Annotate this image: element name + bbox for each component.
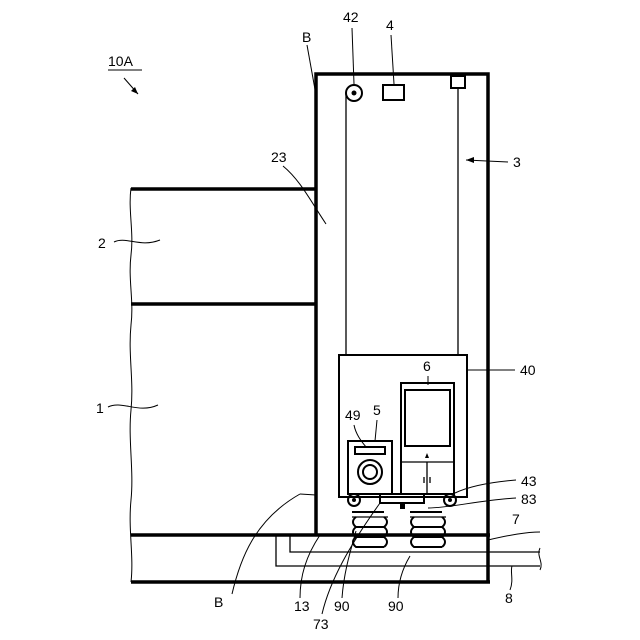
label-6: 6 — [423, 358, 431, 374]
machine-5-door-inner — [363, 465, 377, 479]
label-43: 43 — [521, 473, 537, 489]
label-73: 73 — [313, 616, 329, 632]
label-83: 83 — [521, 491, 537, 507]
leader-73 — [322, 503, 380, 614]
platform-post — [400, 503, 405, 509]
label-90-left: 90 — [334, 598, 350, 614]
label-2: 2 — [98, 235, 106, 251]
tray-break — [539, 548, 541, 570]
wheel-right-hub — [448, 498, 452, 502]
label-B-top: B — [302, 29, 311, 45]
leader-3-arrowhead — [466, 157, 474, 163]
leader-83 — [428, 498, 516, 508]
label-40: 40 — [520, 362, 536, 378]
cable-tray-outer — [276, 535, 540, 566]
label-1: 1 — [96, 400, 104, 416]
label-42: 42 — [343, 9, 359, 25]
label-B-bottom: B — [214, 594, 223, 610]
leader-8 — [510, 566, 512, 590]
label-4: 4 — [386, 17, 394, 33]
leader-90b — [398, 556, 410, 598]
figure-ref-label: 10A — [108, 53, 134, 69]
leader-7 — [488, 532, 540, 540]
label-23: 23 — [271, 149, 287, 165]
label-5: 5 — [373, 402, 381, 418]
machine-5-panel-49 — [355, 447, 385, 454]
leader-5 — [375, 420, 377, 441]
pulley-42-hub — [352, 91, 357, 96]
label-7: 7 — [512, 511, 520, 527]
figure-ref-arrowhead — [131, 87, 138, 94]
machine-5-door — [358, 460, 382, 484]
label-49: 49 — [345, 407, 361, 423]
label-8: 8 — [505, 590, 513, 606]
leader-49 — [354, 425, 366, 447]
building-break-line — [130, 188, 132, 582]
leader-4 — [391, 35, 394, 84]
kiosk-6-indicator — [425, 453, 429, 458]
label-90-right: 90 — [388, 598, 404, 614]
leader-B-top — [307, 45, 316, 95]
leader-B-bottom-tip — [300, 494, 316, 495]
rope-anchor — [451, 76, 465, 88]
label-3: 3 — [513, 154, 521, 170]
label-13: 13 — [294, 598, 310, 614]
kiosk-6-screen — [405, 390, 450, 446]
leader-2 — [114, 240, 160, 243]
leader-1 — [108, 405, 158, 408]
platform-83 — [380, 494, 424, 503]
leader-43 — [455, 480, 516, 493]
leader-23 — [283, 166, 326, 224]
wheel-left-hub — [352, 498, 356, 502]
control-box-4 — [383, 85, 404, 100]
